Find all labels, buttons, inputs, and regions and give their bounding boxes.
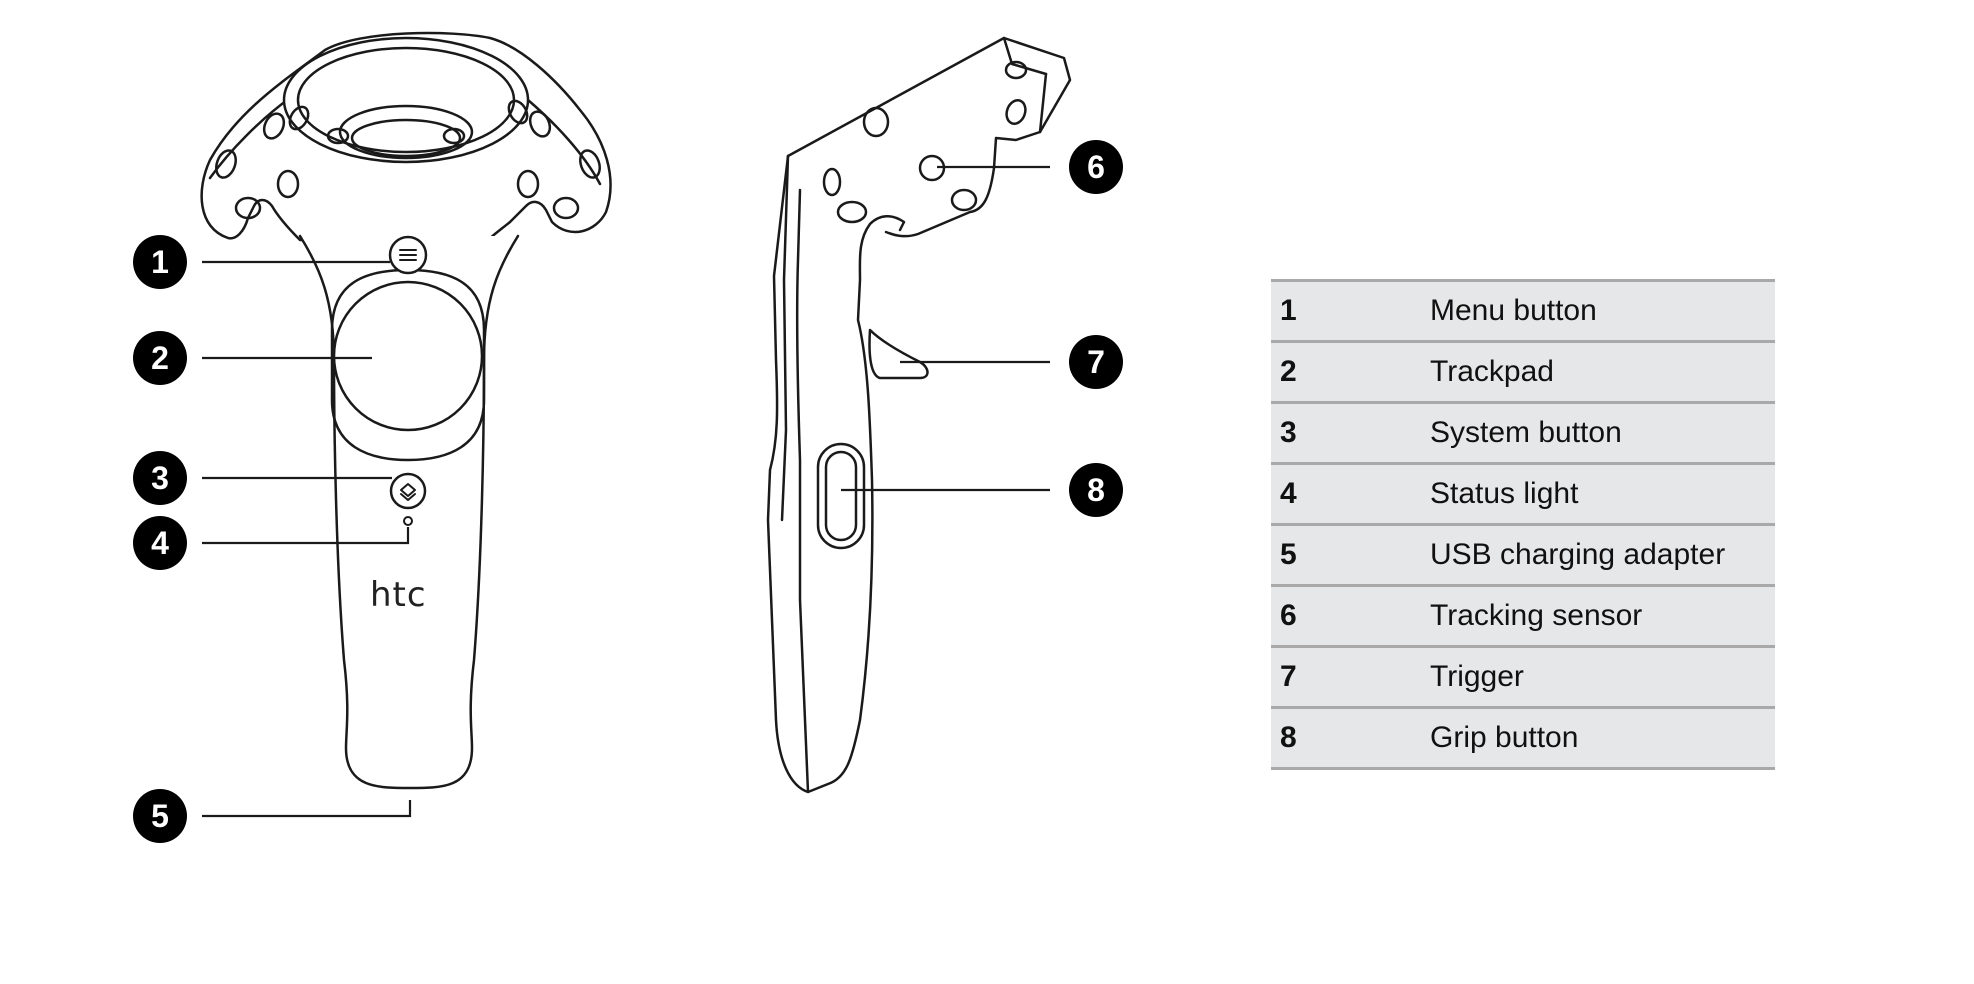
tracking-sensor-icon [276,169,300,199]
callout-badge-4: 4 [133,516,187,570]
leader-line-4 [202,527,410,545]
svg-text:8: 8 [1087,472,1105,508]
tracking-sensor-icon [1005,99,1027,125]
tracking-sensor-icon [836,200,868,224]
legend-row: 8 Grip button [1271,707,1775,770]
legend-number: 1 [1271,280,1430,343]
legend-label: Trigger [1430,646,1775,709]
ring-top-opening [282,36,530,164]
tracking-sensor-icon [822,167,842,197]
side-handle-inner [795,188,810,794]
side-head-edge [1002,36,1048,76]
callout-badge-1: 1 [133,235,187,289]
legend-row: 4 Status light [1271,463,1775,526]
legend-number: 6 [1271,585,1430,648]
front-view-controller [200,31,612,790]
callout-badge-7: 7 [1069,335,1123,389]
ring-inner-lip [338,104,474,160]
legend-table: 1 Menu button 2 Trackpad 3 System button… [1271,279,1775,770]
callout-badge-2: 2 [133,331,187,385]
tracking-sensor-icon [215,149,237,179]
legend-label: Tracking sensor [1430,585,1775,648]
tracking-sensor-icon [1004,60,1028,80]
htc-logo: htc [370,575,427,615]
callout-badge-6: 6 [1069,140,1123,194]
svg-text:2: 2 [151,340,169,376]
legend-number: 2 [1271,341,1430,404]
legend-row: 2 Trackpad [1271,341,1775,404]
svg-text:6: 6 [1087,149,1105,185]
tracking-sensor-icon [507,99,529,125]
side-head-edge-2 [1038,72,1048,134]
callout-badge-3: 3 [133,451,187,505]
ring-inner-lip-2 [350,118,462,158]
legend-label: Status light [1430,463,1775,526]
tracking-sensor-icon [950,188,978,212]
tracking-sensor-icon [579,149,601,179]
legend-row: 5 USB charging adapter [1271,524,1775,587]
svg-text:1: 1 [151,244,169,280]
legend-label: System button [1430,402,1775,465]
callout-badges: 1 2 3 4 5 6 7 8 [133,140,1123,843]
tracking-sensor-icon [528,110,552,138]
legend-row: 3 System button [1271,402,1775,465]
ring-inner-edge-right [526,98,602,186]
svg-text:5: 5 [151,798,169,834]
system-icon [400,483,416,501]
legend-number: 3 [1271,402,1430,465]
tracking-sensor-icon [326,127,350,145]
tracking-sensor-icon [262,112,286,140]
status-light-icon [403,516,413,526]
trackpad-surround [330,268,486,462]
grip-button [816,442,866,550]
leader-line-5 [202,800,412,818]
tracking-sensor-icon [442,127,466,145]
menu-icon [399,249,417,261]
legend-row: 6 Tracking sensor [1271,585,1775,648]
tracking-sensor-icon [288,105,310,131]
legend-number: 4 [1271,463,1430,526]
legend-number: 8 [1271,707,1430,770]
callout-badge-5: 5 [133,789,187,843]
tracking-sensor-icon [234,196,262,220]
trackpad [332,280,484,432]
tracking-sensor-icon [516,169,540,199]
legend-number: 7 [1271,646,1430,709]
legend-number: 5 [1271,524,1430,587]
leader-lines [202,165,1050,818]
svg-text:3: 3 [151,460,169,496]
legend-label: Grip button [1430,707,1775,770]
legend-label: Trackpad [1430,341,1775,404]
legend-label: USB charging adapter [1430,524,1775,587]
side-view-controller [766,36,1072,794]
tracking-sensor-icon [862,106,890,138]
callout-badge-8: 8 [1069,463,1123,517]
side-head [786,36,1072,238]
grip-button-inner [824,450,858,542]
system-button [389,472,427,510]
legend-label: Menu button [1430,280,1775,343]
tracking-sensor-icon [552,196,580,220]
svg-text:7: 7 [1087,344,1105,380]
legend-row: 7 Trigger [1271,646,1775,709]
side-handle-rear [780,154,790,522]
trigger [868,328,929,380]
svg-text:4: 4 [151,525,169,561]
legend-row: 1 Menu button [1271,280,1775,343]
